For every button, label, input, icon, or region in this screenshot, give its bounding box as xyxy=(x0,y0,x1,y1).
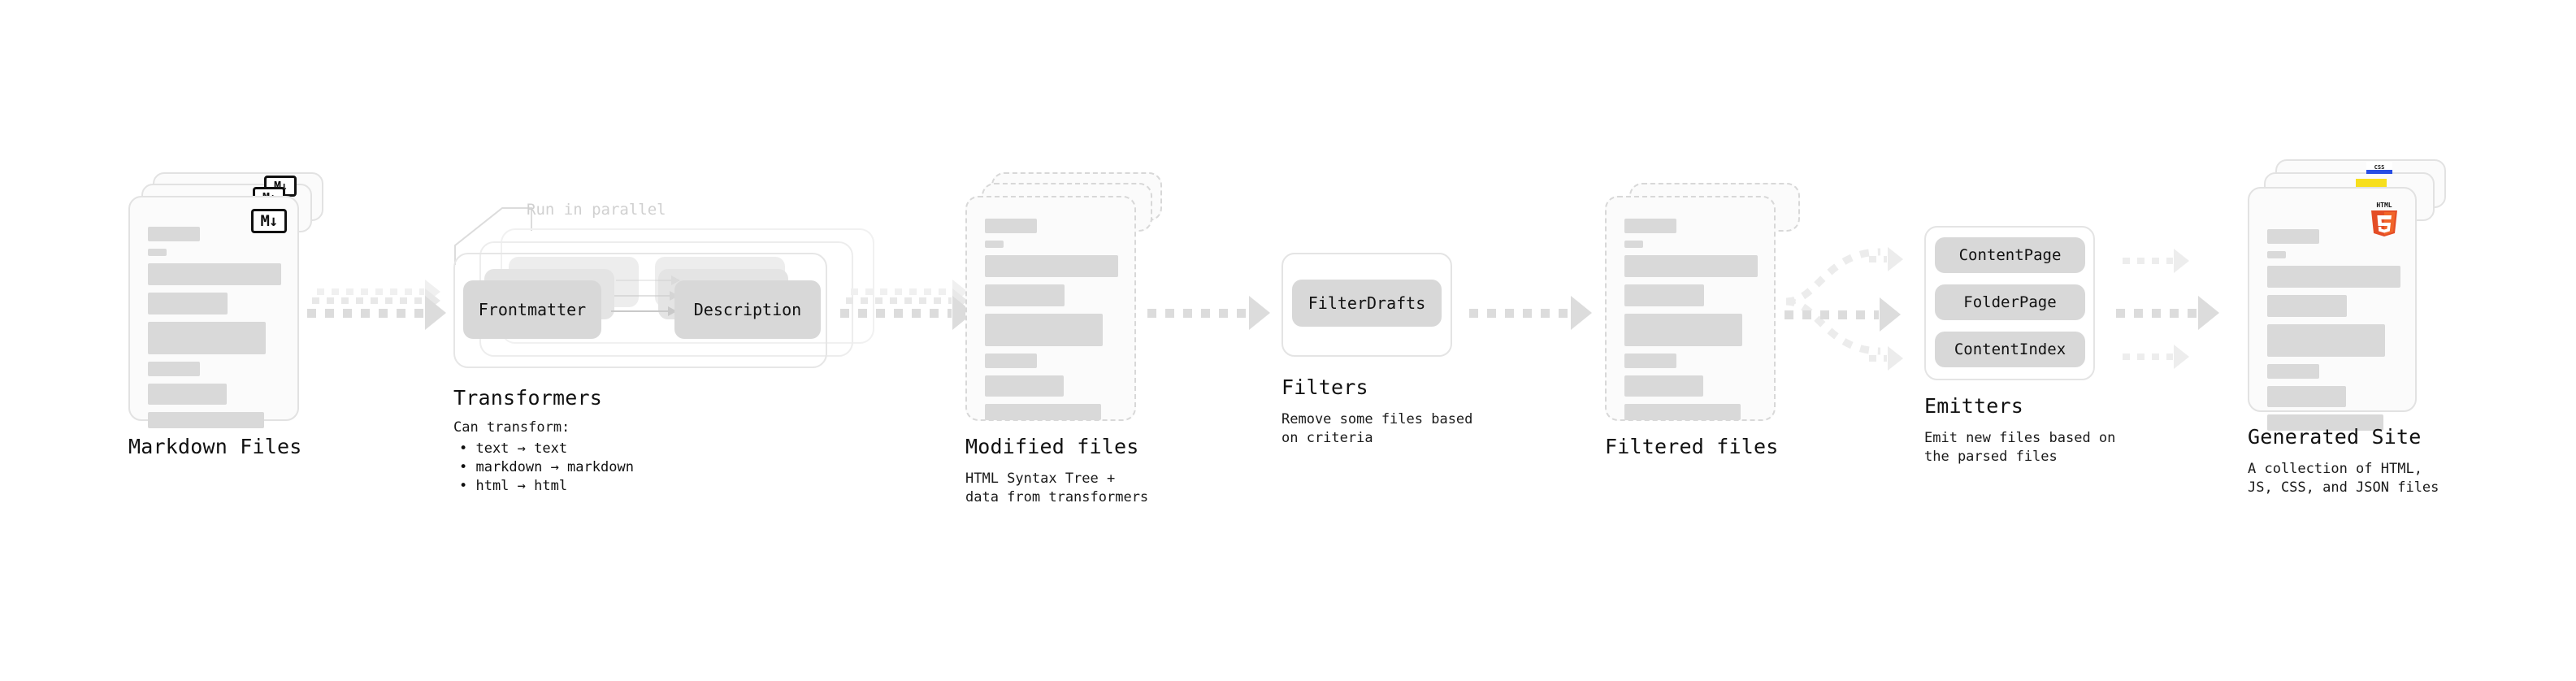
fanout-curves xyxy=(1785,248,1881,355)
filtered-card-front xyxy=(1605,196,1776,421)
transformers-bullets: • text → text • markdown → markdown • ht… xyxy=(459,440,634,494)
generated-site-subtitle: A collection of HTML, JS, CSS, and JSON … xyxy=(2248,461,2439,496)
chip-link-arrow-front xyxy=(611,306,677,316)
html5-icon: HTML xyxy=(2369,200,2400,237)
generated-site-title: Generated Site xyxy=(2248,425,2422,449)
site-card-content xyxy=(2267,229,2400,438)
filters-subtitle: Remove some files based on criteria xyxy=(1281,411,1473,446)
chip-link-arrow-back-1 xyxy=(614,291,679,301)
filtered-card-content xyxy=(1624,219,1758,427)
modified-files-title: Modified files xyxy=(965,435,1139,458)
chip-frontmatter[interactable]: Frontmatter xyxy=(463,280,601,339)
emitters-subtitle: Emit new files based on the parsed files xyxy=(1924,430,2116,465)
markdown-card-front: M↓ xyxy=(128,196,299,428)
run-in-parallel-note: Run in parallel xyxy=(527,201,666,219)
transformers-title: Transformers xyxy=(453,386,603,410)
chip-description[interactable]: Description xyxy=(674,280,821,339)
markdown-badge: M↓ xyxy=(251,209,287,233)
transformers-subtitle: Can transform: xyxy=(453,419,570,436)
svg-text:CSS: CSS xyxy=(2374,164,2385,171)
chip-contentindex[interactable]: ContentIndex xyxy=(1935,332,2085,367)
markdown-files-title: Markdown Files xyxy=(128,435,302,458)
css-icon: CSS xyxy=(2366,162,2392,175)
modified-card-front xyxy=(965,196,1136,421)
transformer-panel-front xyxy=(453,253,827,368)
filters-title: Filters xyxy=(1281,375,1368,399)
modified-card-content xyxy=(985,219,1118,427)
chip-link-arrow-back-2 xyxy=(616,275,680,285)
markdown-card-content xyxy=(148,227,281,436)
svg-text:HTML: HTML xyxy=(2376,202,2392,209)
modified-files-subtitle: HTML Syntax Tree + data from transformer… xyxy=(965,471,1149,505)
filtered-files-title: Filtered files xyxy=(1605,435,1779,458)
emitters-title: Emitters xyxy=(1924,394,2024,418)
run-in-parallel-bracket xyxy=(454,207,532,265)
site-card-front: HTML xyxy=(2248,187,2417,431)
chip-filterdrafts[interactable]: FilterDrafts xyxy=(1292,280,1442,327)
chip-folderpage[interactable]: FolderPage xyxy=(1935,284,2085,320)
chip-contentpage[interactable]: ContentPage xyxy=(1935,237,2085,273)
